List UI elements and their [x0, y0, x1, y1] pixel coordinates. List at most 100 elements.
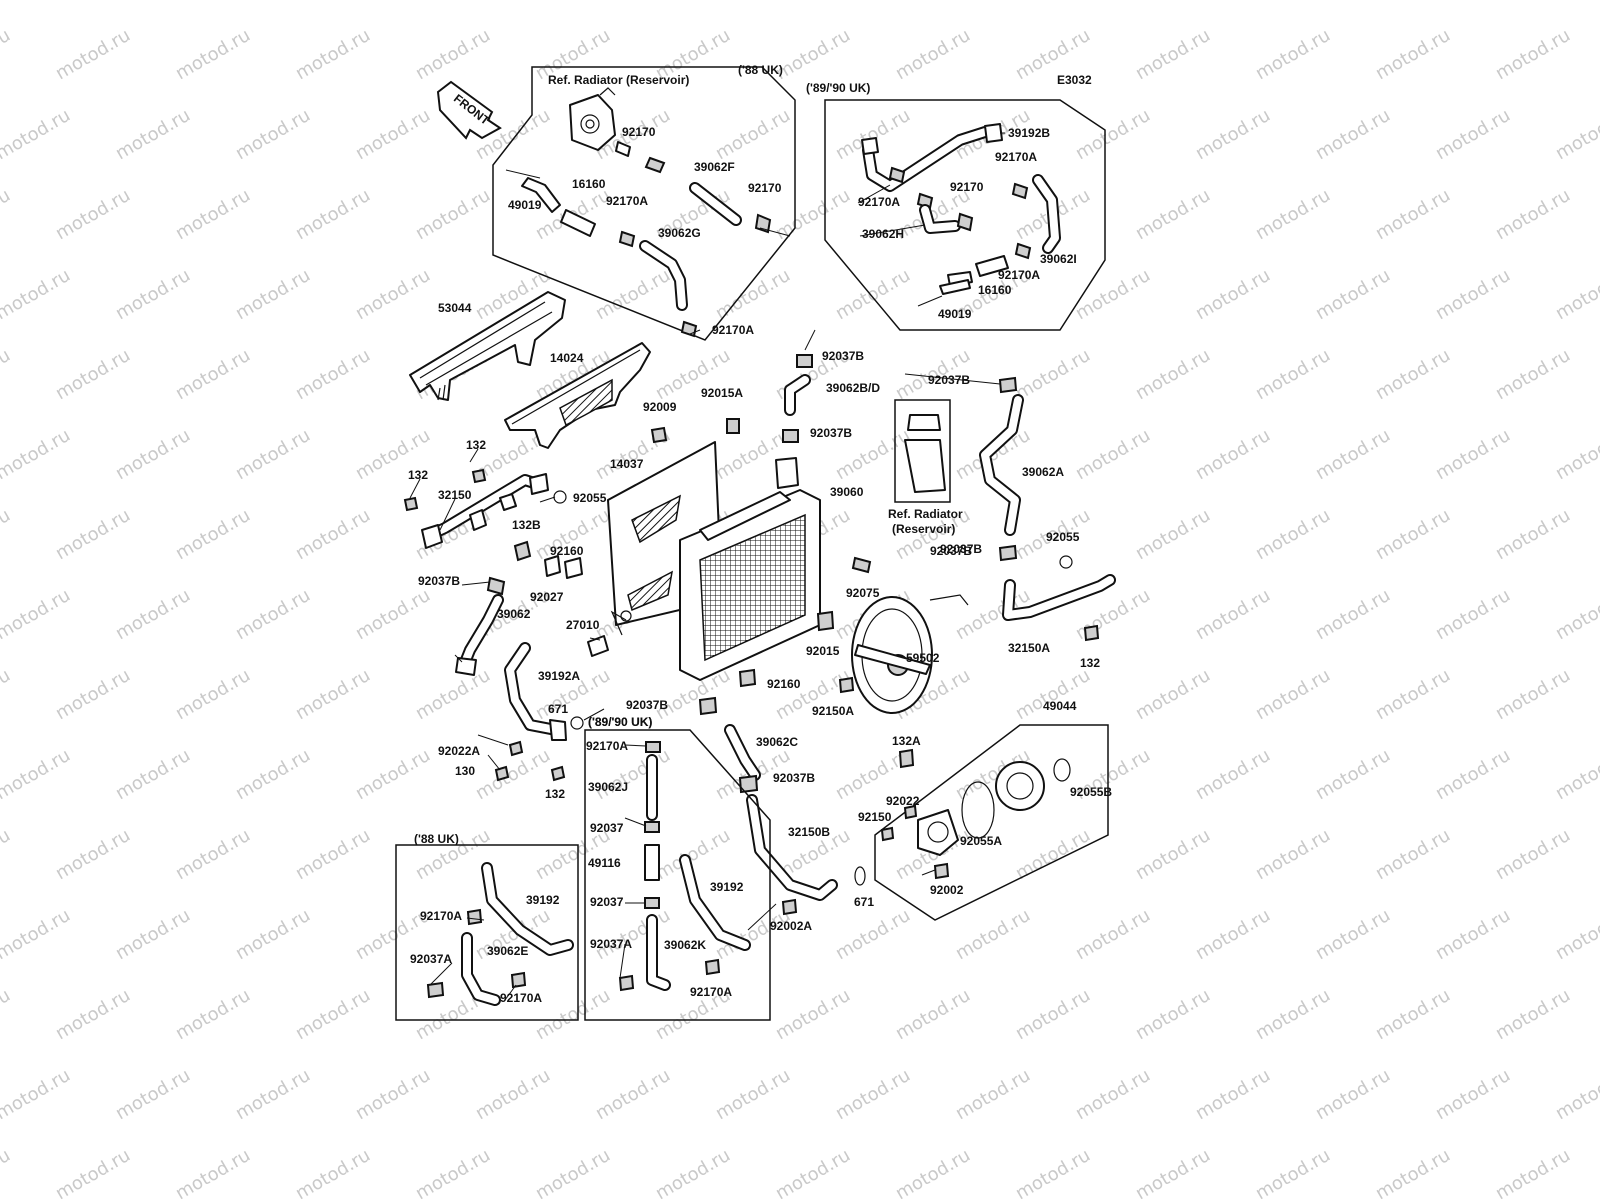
watermark-text: motod.ru — [172, 985, 254, 1044]
part-label: 92170A — [858, 195, 900, 209]
watermark-text: motod.ru — [1132, 665, 1214, 724]
part-label: 39192 — [710, 880, 744, 894]
part-label: 92037 — [590, 895, 624, 909]
watermark-text: motod.ru — [1132, 185, 1214, 244]
part-label: 27010 — [566, 618, 600, 632]
watermark-text: motod.ru — [172, 505, 254, 564]
panel-8990uk-bottom — [584, 729, 771, 1021]
part-label: 39060 — [830, 485, 864, 499]
watermark-text: motod.ru — [112, 745, 194, 804]
watermark-text: motod.ru — [232, 745, 314, 804]
watermark-text: motod.ru — [172, 665, 254, 724]
shroud-53044 — [409, 291, 566, 401]
hose-39062c — [698, 696, 761, 794]
shroud-14024 — [504, 342, 651, 449]
watermark-text: motod.ru — [592, 1065, 674, 1124]
watermark-text: motod.ru — [292, 185, 374, 244]
watermark-text: motod.ru — [1012, 1145, 1094, 1200]
leader-line — [624, 744, 647, 747]
watermark-text: motod.ru — [1072, 905, 1154, 964]
part-label: 39062 — [497, 607, 531, 621]
leader-line — [539, 496, 556, 503]
part-label: 92037B — [773, 771, 815, 785]
part-label: 39192A — [538, 669, 580, 683]
part-label: 92055A — [960, 834, 1002, 848]
watermark-text: motod.ru — [1192, 745, 1274, 804]
panel-8990uk-bottom-title: ('89/'90 UK) — [588, 715, 652, 729]
watermark-text: motod.ru — [112, 425, 194, 484]
watermark-text: motod.ru — [1432, 425, 1514, 484]
part-label: 671 — [548, 702, 568, 716]
watermark-text: motod.ru — [1312, 905, 1394, 964]
watermark-text: motod.ru — [1252, 185, 1334, 244]
part-label: 39062J — [588, 780, 628, 794]
part-label: 92022 — [886, 794, 920, 808]
watermark-text: motod.ru — [952, 0, 1034, 4]
watermark-text: motod.ru — [232, 905, 314, 964]
watermark-text: motod.ru — [1492, 1145, 1574, 1200]
water-pipe-32150a — [998, 544, 1116, 642]
watermark-text: motod.ru — [952, 905, 1034, 964]
hose-39062a — [979, 376, 1024, 536]
part-label: 132 — [545, 787, 565, 801]
watermark-text: motod.ru — [0, 665, 14, 724]
watermark-text: motod.ru — [592, 0, 674, 4]
watermark-text: motod.ru — [1252, 1145, 1334, 1200]
watermark-text: motod.ru — [1492, 345, 1574, 404]
watermark-text: motod.ru — [1372, 345, 1454, 404]
watermark-text: motod.ru — [112, 265, 194, 324]
watermark-text: motod.ru — [592, 745, 674, 804]
watermark-text: motod.ru — [1312, 425, 1394, 484]
leader-line — [619, 943, 626, 979]
watermark-text: motod.ru — [832, 1065, 914, 1124]
watermark-text: motod.ru — [0, 1065, 74, 1124]
watermark-text: motod.ru — [412, 25, 494, 84]
watermark-text: motod.ru — [1432, 745, 1514, 804]
part-label: 92170A — [500, 991, 542, 1005]
watermark-text: motod.ru — [292, 1145, 374, 1200]
watermark-text: motod.ru — [1432, 1065, 1514, 1124]
leader-line — [904, 373, 1001, 385]
watermark-text: motod.ru — [172, 185, 254, 244]
part-label: 39192 — [526, 893, 560, 907]
watermark-text: motod.ru — [1252, 25, 1334, 84]
watermark-text: motod.ru — [232, 105, 314, 164]
part-label: 92027 — [530, 590, 564, 604]
watermark-text: motod.ru — [232, 1065, 314, 1124]
watermark-text: motod.ru — [892, 1145, 974, 1200]
part-label: 92150 — [858, 810, 892, 824]
part-label: 92037B — [930, 544, 972, 558]
reservoir-cap-icon — [569, 87, 616, 151]
fan-59502 — [838, 594, 969, 714]
watermark-text: motod.ru — [292, 345, 374, 404]
watermark-text: motod.ru — [1552, 0, 1600, 4]
part-label: 16160 — [978, 283, 1012, 297]
leader-line — [429, 962, 453, 986]
watermark-text: motod.ru — [0, 345, 14, 404]
watermark-text: motod.ru — [0, 585, 74, 644]
part-label: 39062C — [756, 735, 798, 749]
leader-line — [857, 184, 891, 204]
part-label: 92002 — [930, 883, 964, 897]
part-label: 49019 — [508, 198, 542, 212]
watermark-text: motod.ru — [52, 185, 134, 244]
watermark-text: motod.ru — [1192, 0, 1274, 4]
watermark-text: motod.ru — [1192, 425, 1274, 484]
watermark-text: motod.ru — [1012, 985, 1094, 1044]
watermark-text: motod.ru — [1132, 1145, 1214, 1200]
part-label: 92055 — [573, 491, 607, 505]
watermark-text: motod.ru — [112, 585, 194, 644]
watermark-text: motod.ru — [1072, 1065, 1154, 1124]
watermark-text: motod.ru — [1372, 185, 1454, 244]
watermark-text: motod.ru — [1492, 185, 1574, 244]
leader-line — [589, 637, 601, 641]
part-label: 92170A — [690, 985, 732, 999]
part-label: 39192B — [1008, 126, 1050, 140]
watermark-text: motod.ru — [1192, 265, 1274, 324]
leader-line — [921, 869, 936, 876]
ref-radiator-mid-caption-1: Ref. Radiator — [888, 507, 963, 521]
ref-radiator-top-caption: Ref. Radiator (Reservoir) — [548, 73, 689, 87]
part-label: 92037B — [418, 574, 460, 588]
